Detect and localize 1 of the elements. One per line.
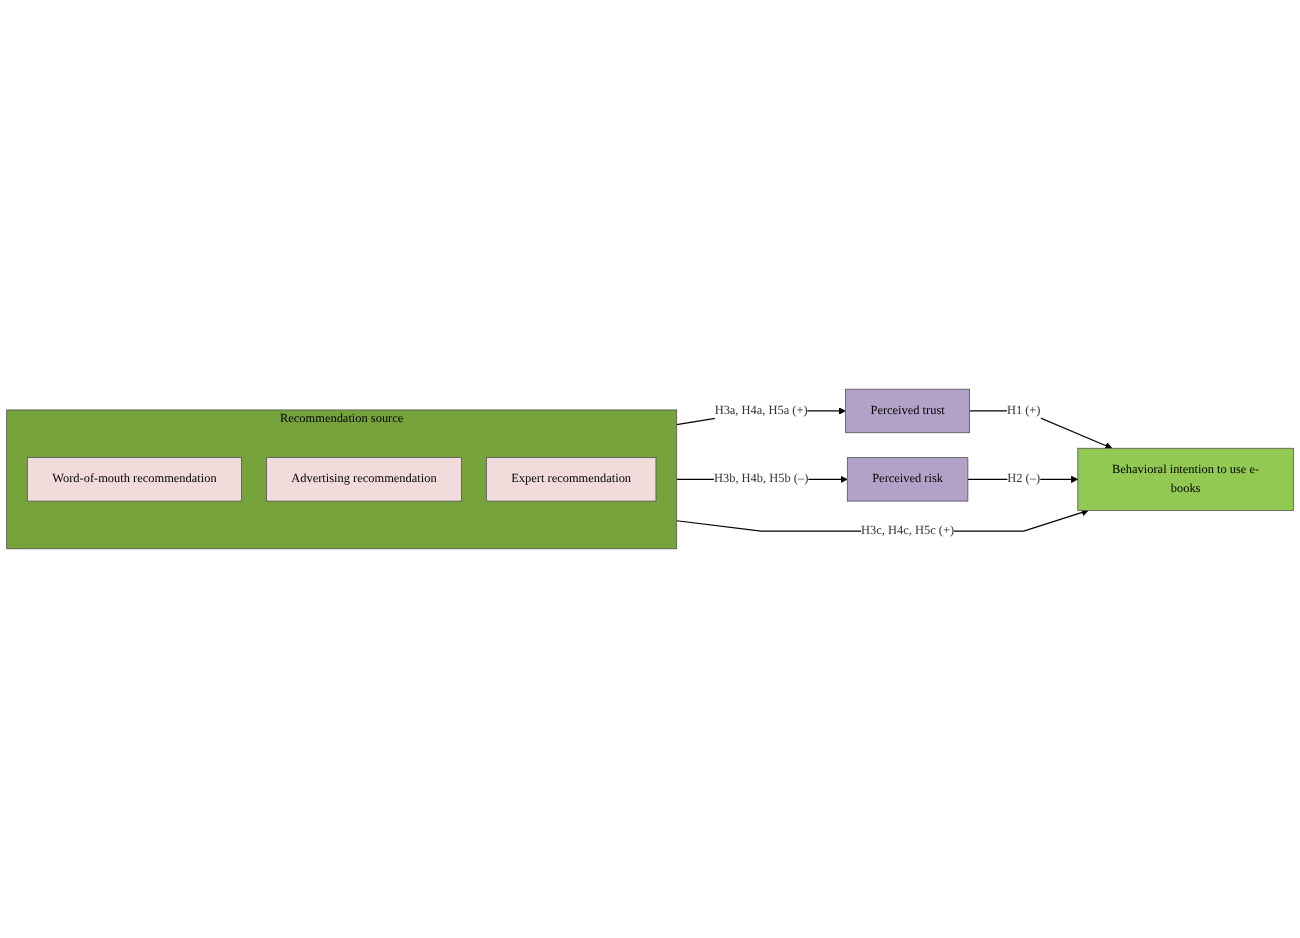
arrow (968, 410, 1113, 450)
